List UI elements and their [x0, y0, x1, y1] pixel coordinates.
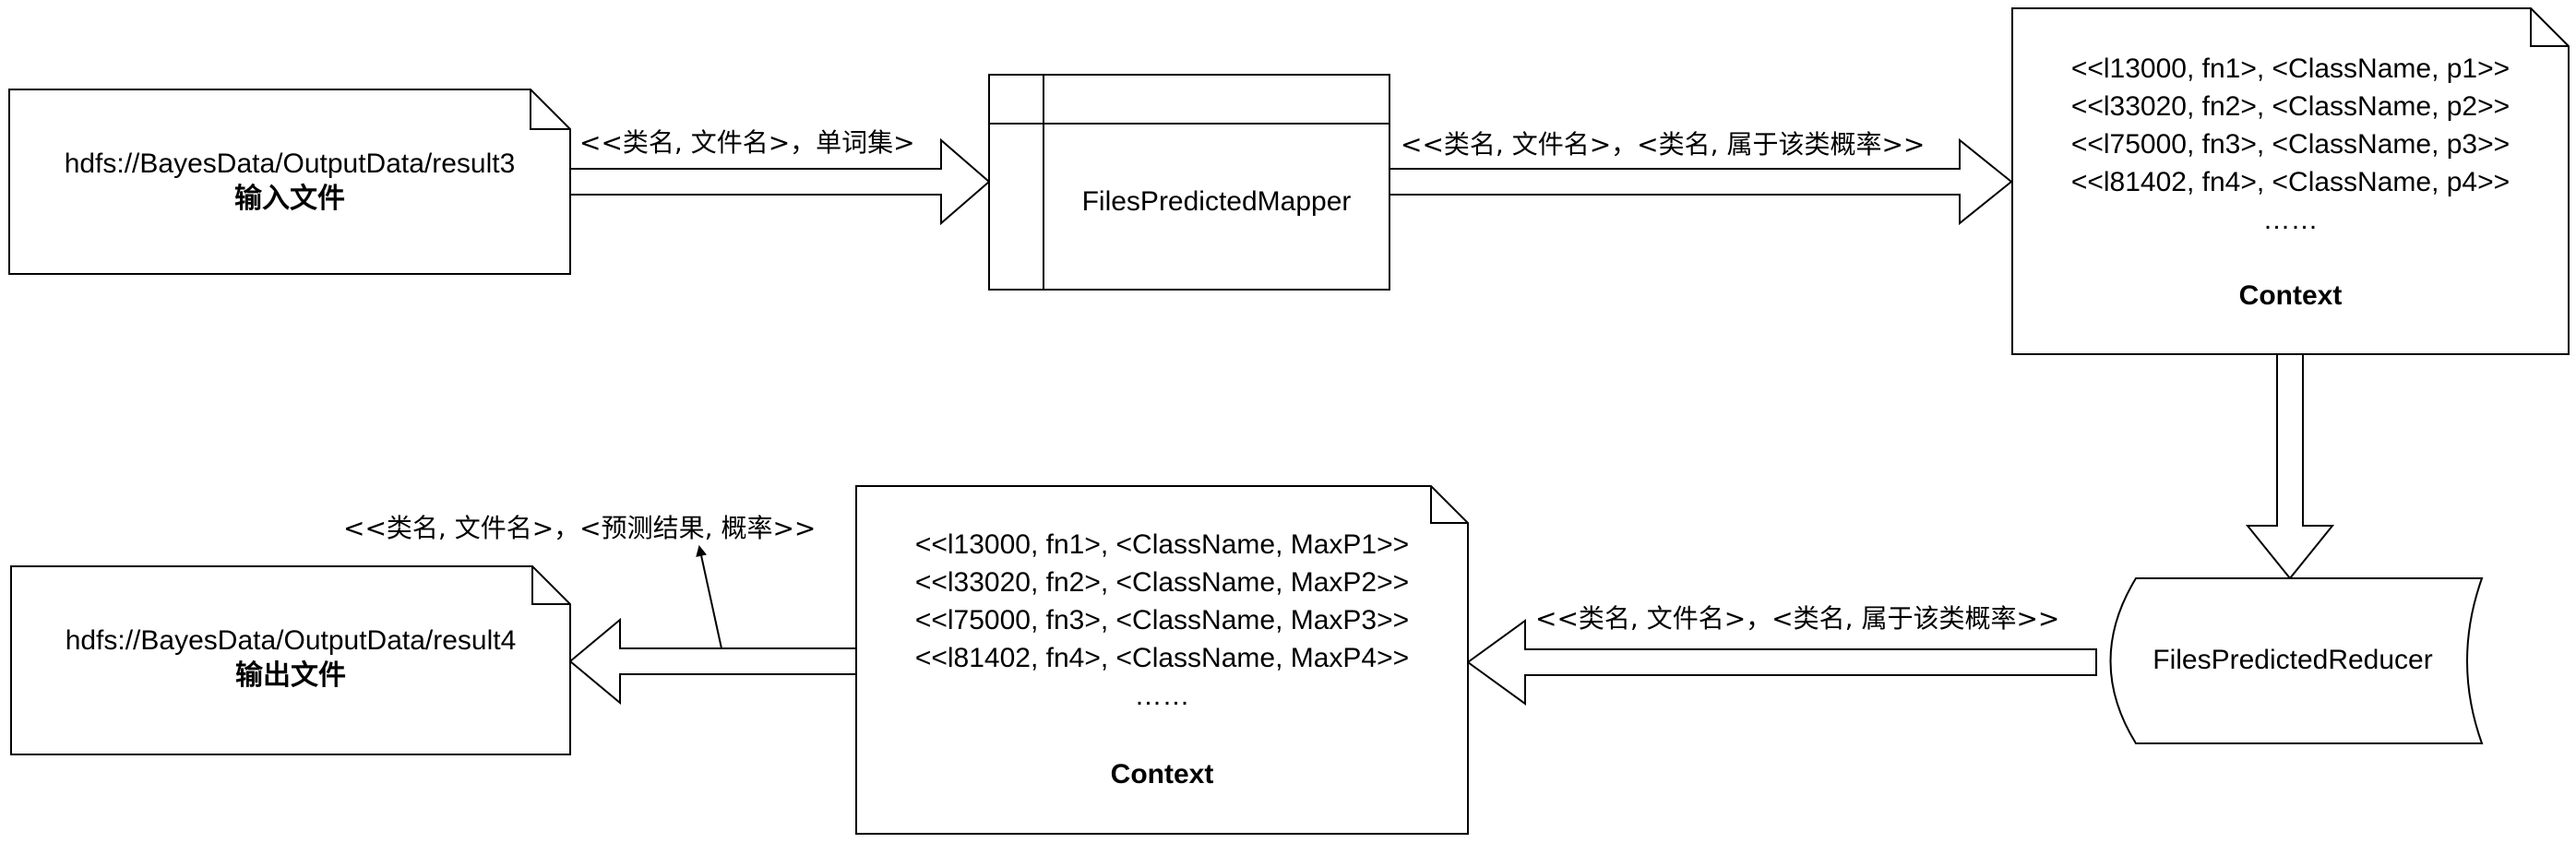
arrow-reducer-to-context [1466, 619, 2097, 706]
arrow-context-to-reducer [2245, 353, 2335, 580]
context-top-line: <<l81402, fn4>, <ClassName, p4>> [2070, 167, 2510, 197]
context-bottom-line: <<l33020, fn2>, <ClassName, MaxP2>> [914, 567, 1410, 598]
arrow-mapper-to-context [1389, 137, 2013, 226]
context-top-fold [2530, 8, 2569, 47]
output-file-path: hdfs://BayesData/OutputData/result4 [65, 625, 517, 656]
context-top-line: …… [2262, 205, 2319, 235]
context-bottom-title: Context [1110, 759, 1214, 790]
context-bottom-fold [1430, 486, 1468, 524]
context-bottom-line: <<l81402, fn4>, <ClassName, MaxP4>> [914, 643, 1410, 673]
context-top-line: <<l33020, fn2>, <ClassName, p2>> [2070, 91, 2510, 122]
edge-label-input-to-mapper: <<类名, 文件名>，单词集> [579, 127, 915, 158]
output-file-fold [531, 566, 570, 605]
context-bottom-line: …… [1134, 681, 1190, 711]
input-file-path: hdfs://BayesData/OutputData/result3 [64, 148, 516, 179]
input-file-fold [530, 89, 570, 130]
edge-label-reducer-to-context: <<类名, 文件名>，<类名, 属于该类概率>> [1535, 603, 2060, 634]
arrow-input-to-mapper [569, 137, 991, 226]
edge-label-context-to-output: <<类名, 文件名>，<预测结果, 概率>> [343, 513, 817, 543]
output-file-shape[interactable] [10, 565, 571, 755]
arrow-context-to-output [568, 617, 857, 706]
mapper-shape[interactable] [988, 74, 1390, 291]
context-top-line: <<l75000, fn3>, <ClassName, p3>> [2070, 129, 2510, 160]
context-top-line: <<l13000, fn1>, <ClassName, p1>> [2070, 53, 2510, 84]
context-top-shape[interactable] [2011, 7, 2570, 355]
input-file-shape[interactable] [8, 89, 571, 275]
reducer-name: FilesPredictedReducer [2153, 645, 2433, 675]
mapper-name: FilesPredictedMapper [1081, 186, 1352, 217]
context-bottom-line: <<l75000, fn3>, <ClassName, MaxP3>> [914, 605, 1410, 635]
context-bottom-shape[interactable] [855, 485, 1469, 835]
context-bottom-lines: <<l13000, fn1>, <ClassName, MaxP1>> <<l3… [856, 528, 1468, 717]
context-top-title: Context [2238, 280, 2343, 311]
edge-label-mapper-to-context: <<类名, 文件名>，<类名, 属于该类概率>> [1401, 129, 1926, 160]
input-file-caption: 输入文件 [234, 184, 345, 214]
output-file-caption: 输出文件 [235, 660, 346, 691]
context-top-lines: <<l13000, fn1>, <ClassName, p1>> <<l3302… [2012, 52, 2569, 241]
context-bottom-line: <<l13000, fn1>, <ClassName, MaxP1>> [914, 529, 1410, 560]
label-pointer-arrow [696, 545, 722, 649]
reducer-shape[interactable] [2109, 577, 2484, 744]
